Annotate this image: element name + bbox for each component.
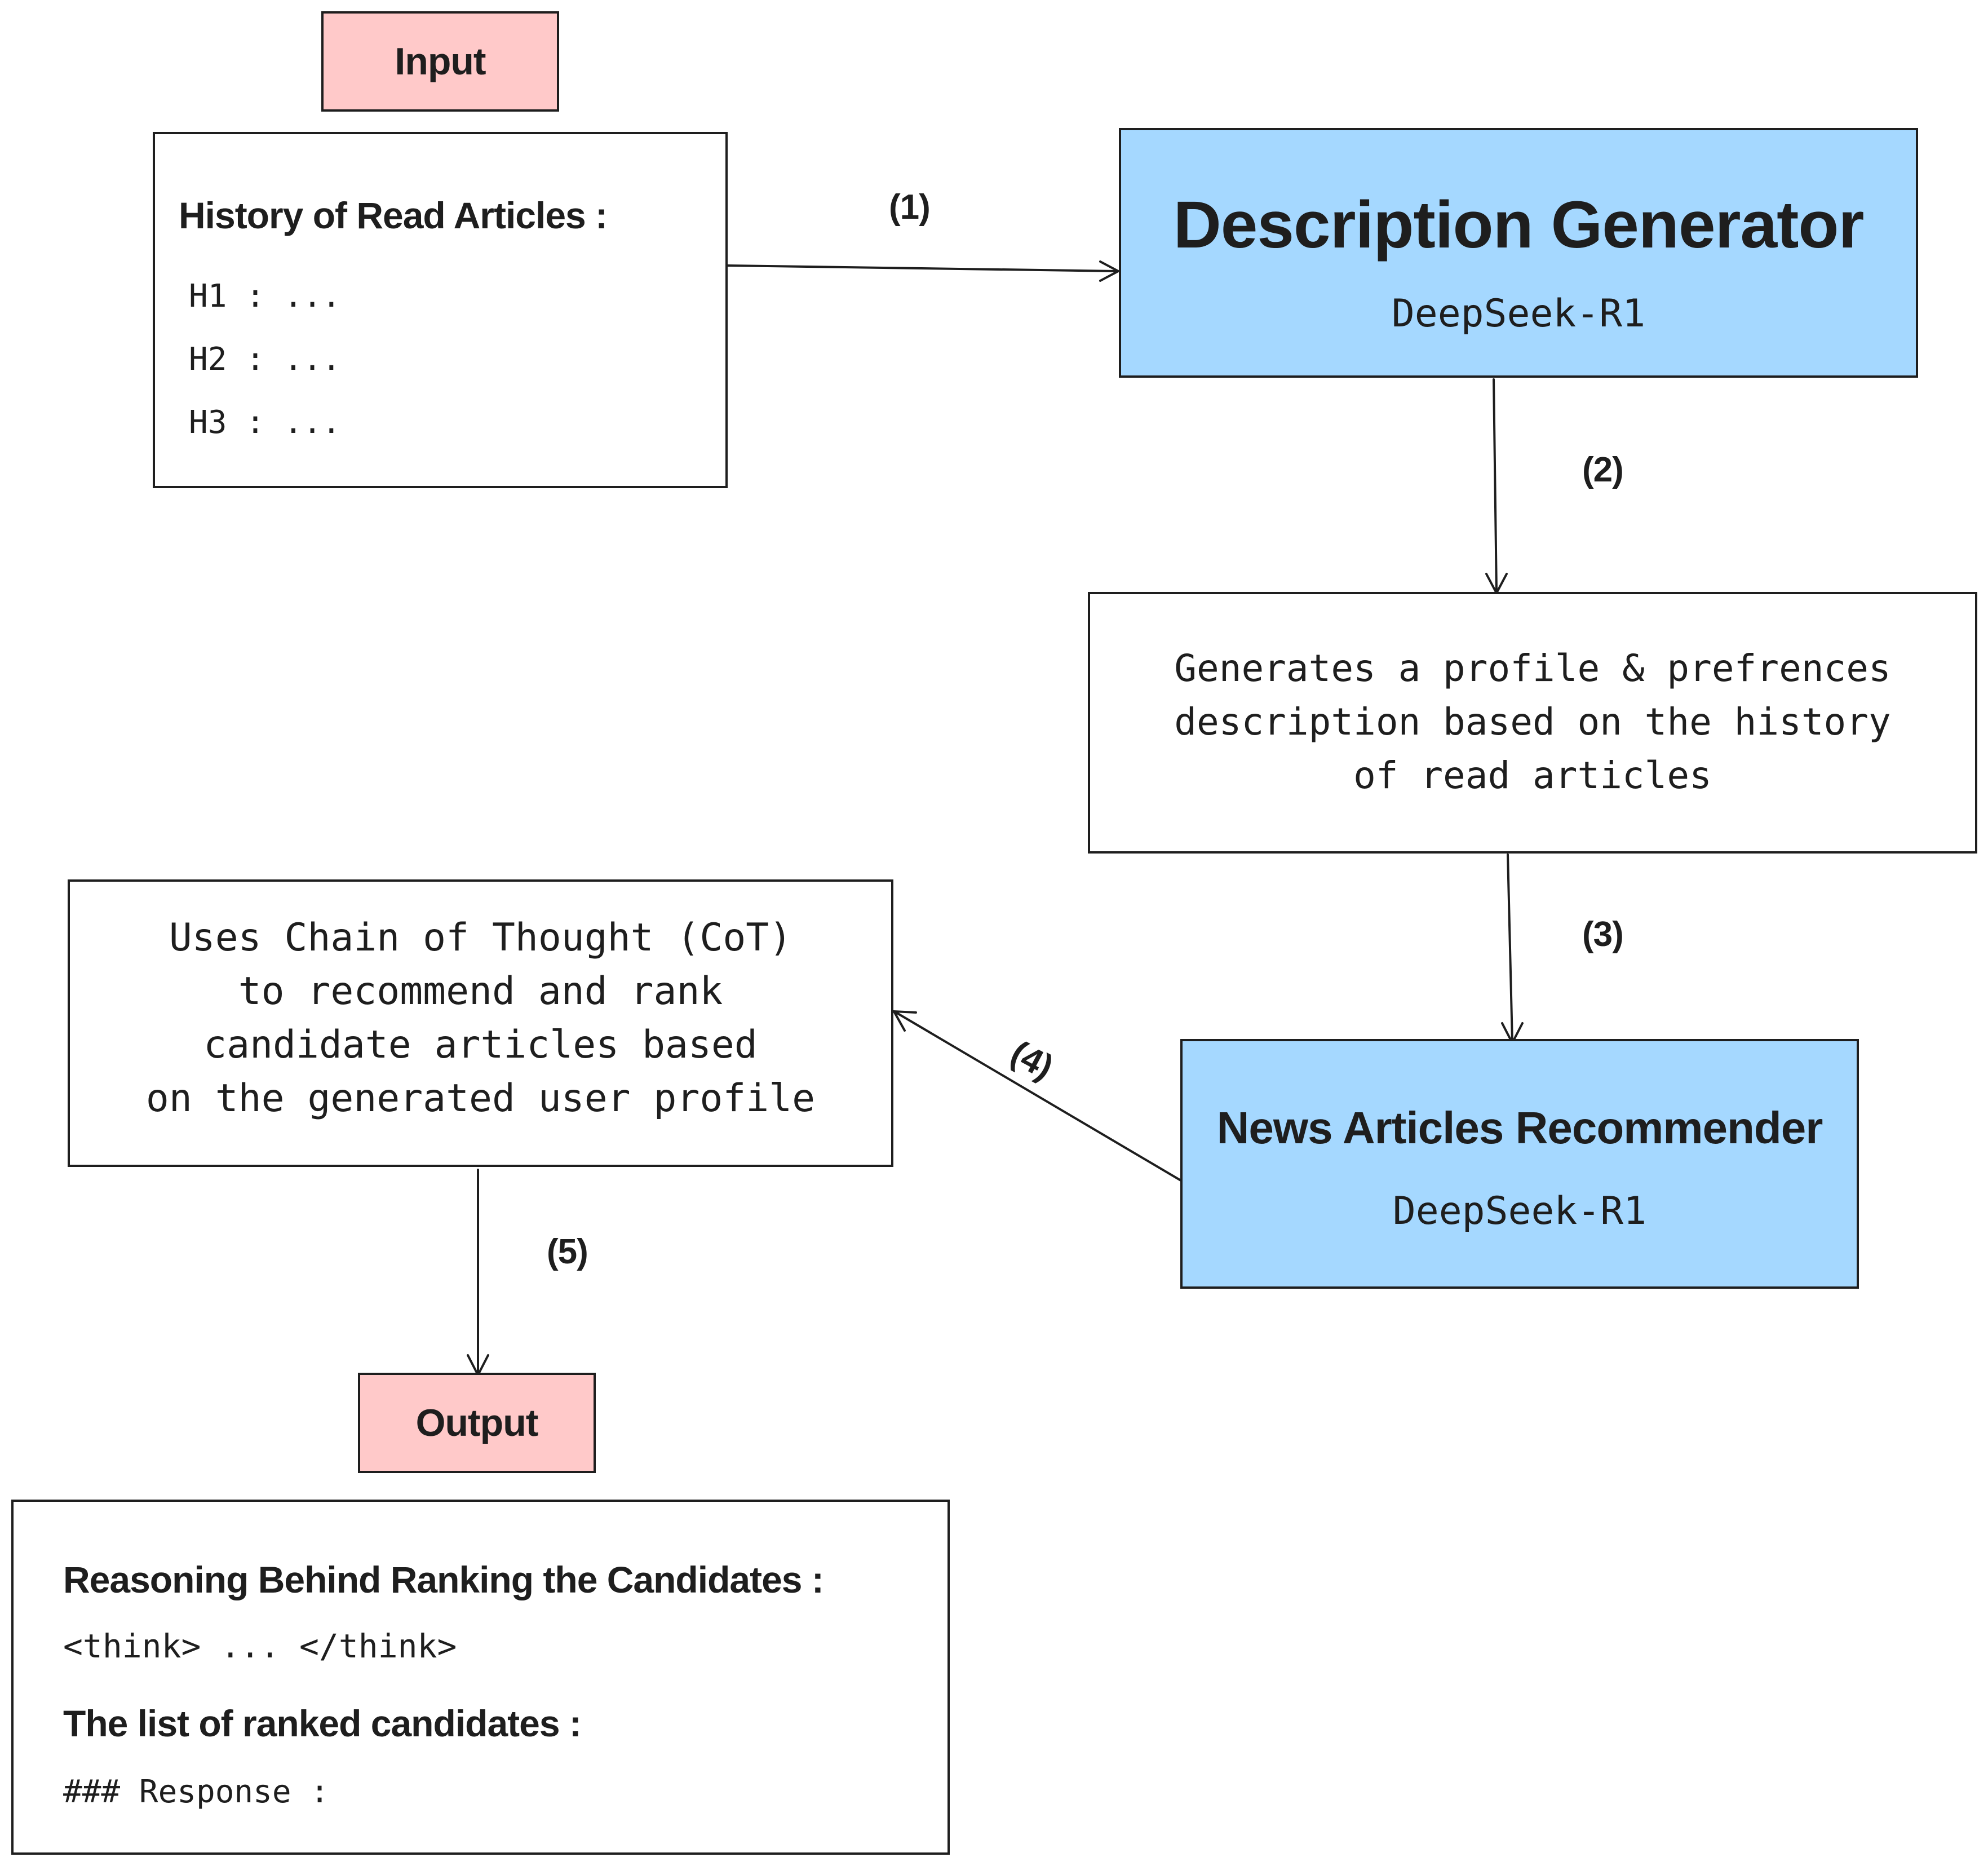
reasoning-value: <think> ... </think> <box>63 1627 457 1665</box>
step-label-3: (3) <box>1582 915 1624 954</box>
recommender-title: News Articles Recommender <box>1216 1103 1823 1153</box>
output-box: Reasoning Behind Ranking the Candidates … <box>11 1500 950 1855</box>
description-generator-box: Description Generator DeepSeek-R1 <box>1119 128 1918 378</box>
cot-step-line-4: on the generated user profile <box>145 1076 816 1121</box>
step-label-5: (5) <box>547 1232 588 1271</box>
description-generator-title: Description Generator <box>1173 188 1865 262</box>
profile-step-line-1: Generates a profile & prefrences <box>1174 647 1891 690</box>
cot-step-line-2: to recommend and rank <box>238 969 723 1014</box>
profile-step-line-2: description based on the history <box>1174 700 1891 744</box>
cot-step-box: Uses Chain of Thought (CoT) to recommend… <box>68 879 893 1167</box>
history-title: History of Read Articles : <box>179 194 608 236</box>
profile-step-box: Generates a profile & prefrences descrip… <box>1088 592 1977 854</box>
recommender-box: News Articles Recommender DeepSeek-R1 <box>1180 1039 1859 1289</box>
cot-step-line-1: Uses Chain of Thought (CoT) <box>169 916 792 960</box>
history-item-1: H1 : ... <box>189 278 341 315</box>
output-label-box: Output <box>358 1373 596 1473</box>
input-label-box: Input <box>321 11 559 112</box>
history-item-2: H2 : ... <box>189 341 341 378</box>
ranked-list-title: The list of ranked candidates : <box>63 1703 582 1744</box>
description-generator-model: DeepSeek-R1 <box>1391 291 1646 336</box>
reasoning-title: Reasoning Behind Ranking the Candidates … <box>63 1559 824 1600</box>
arrow-4 <box>894 1011 1182 1182</box>
recommender-model: DeepSeek-R1 <box>1392 1189 1647 1233</box>
history-item-3: H3 : ... <box>189 404 341 441</box>
arrow-1-head <box>1099 260 1121 282</box>
output-label: Output <box>415 1401 539 1444</box>
arrow-1 <box>726 264 1118 272</box>
step-label-2: (2) <box>1582 450 1624 489</box>
profile-step-line-3: of read articles <box>1353 754 1712 797</box>
step-label-1: (1) <box>889 188 931 227</box>
arrow-3 <box>1507 854 1513 1043</box>
ranked-list-value: ### Response : <box>63 1774 330 1810</box>
cot-step-line-3: candidate articles based <box>203 1023 758 1067</box>
history-box: History of Read Articles : H1 : ... H2 :… <box>153 132 728 488</box>
arrow-2 <box>1493 378 1498 593</box>
arrow-4-head <box>892 1010 917 1032</box>
input-label: Input <box>395 40 486 83</box>
